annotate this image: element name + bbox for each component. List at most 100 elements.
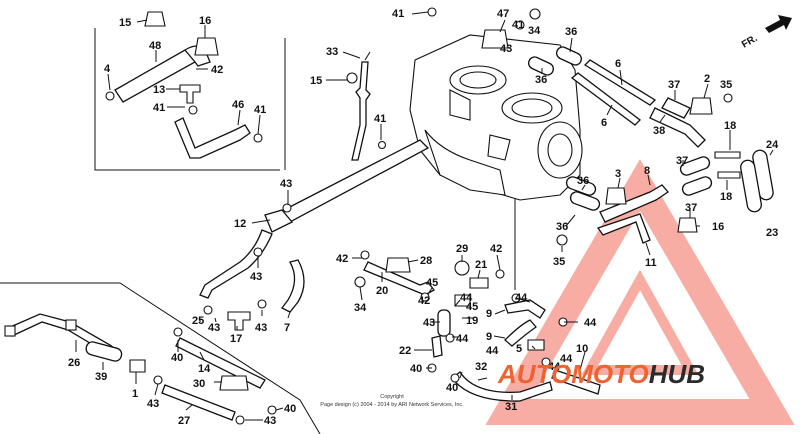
callout-34: 34 bbox=[354, 302, 367, 314]
callout-44: 44 bbox=[584, 317, 597, 329]
callout-22: 22 bbox=[399, 345, 411, 357]
callout-39: 39 bbox=[95, 371, 107, 383]
throttle-body-assembly bbox=[409, 34, 583, 201]
callout-43: 43 bbox=[250, 271, 262, 283]
callout-44: 44 bbox=[456, 333, 469, 345]
callout-43: 43 bbox=[147, 398, 159, 410]
callout-40: 40 bbox=[171, 352, 183, 364]
tube-12 bbox=[199, 139, 430, 313]
callout-42: 42 bbox=[418, 295, 430, 307]
callout-36: 36 bbox=[577, 175, 589, 187]
callout-36: 36 bbox=[535, 74, 547, 86]
hose-23 bbox=[740, 159, 762, 213]
callout-37: 37 bbox=[676, 155, 688, 167]
callout-6: 6 bbox=[615, 58, 621, 70]
callout-6: 6 bbox=[601, 117, 607, 129]
hose-37-group bbox=[661, 97, 713, 196]
callout-45: 45 bbox=[426, 277, 438, 289]
callout-11: 11 bbox=[645, 257, 657, 269]
callout-46: 46 bbox=[232, 99, 244, 111]
callout-37: 37 bbox=[668, 79, 680, 91]
callout-42: 42 bbox=[490, 243, 502, 255]
hose-38 bbox=[649, 107, 706, 148]
callout-41: 41 bbox=[374, 113, 386, 125]
callout-41: 41 bbox=[153, 102, 165, 114]
callout-25: 25 bbox=[192, 315, 204, 327]
callout-14: 14 bbox=[198, 363, 211, 375]
callout-38: 38 bbox=[653, 125, 665, 137]
callout-20: 20 bbox=[376, 285, 388, 297]
hose-19 bbox=[437, 309, 451, 337]
callout-1: 1 bbox=[132, 388, 138, 400]
hose-14 bbox=[175, 337, 266, 389]
callout-43: 43 bbox=[255, 322, 267, 334]
callout-40: 40 bbox=[284, 403, 296, 415]
callout-42: 42 bbox=[211, 64, 223, 76]
callout-41: 41 bbox=[512, 19, 524, 31]
watermark-text-accent: AUTOMOTO bbox=[497, 359, 649, 389]
hose-10 bbox=[551, 369, 601, 395]
callout-41: 41 bbox=[392, 8, 404, 20]
callout-15: 15 bbox=[310, 75, 322, 87]
callout-40: 40 bbox=[446, 382, 458, 394]
callout-48: 48 bbox=[149, 40, 161, 52]
callout-4: 4 bbox=[104, 63, 111, 75]
hose-46 bbox=[174, 117, 251, 159]
callout-numbers: 15 16 48 4 42 13 41 46 41 33 15 41 43 12… bbox=[68, 8, 779, 427]
callout-18: 18 bbox=[720, 191, 732, 203]
callout-41: 41 bbox=[254, 104, 266, 116]
hose-9 bbox=[504, 299, 546, 347]
callout-19: 19 bbox=[466, 315, 478, 327]
hose-27 bbox=[161, 384, 236, 421]
callout-7: 7 bbox=[284, 322, 290, 334]
tube-33 bbox=[351, 61, 371, 161]
callout-3: 3 bbox=[615, 168, 621, 180]
hose-31 bbox=[451, 371, 553, 402]
callout-8: 8 bbox=[644, 165, 650, 177]
callout-44: 44 bbox=[548, 361, 561, 373]
callout-9: 9 bbox=[486, 308, 492, 320]
callout-35: 35 bbox=[720, 79, 732, 91]
callout-42: 42 bbox=[336, 253, 348, 265]
callout-40: 40 bbox=[410, 363, 422, 375]
hose-39 bbox=[85, 341, 123, 362]
callout-10: 10 bbox=[576, 343, 588, 355]
hose-22 bbox=[431, 335, 443, 358]
pipe-11 bbox=[596, 184, 669, 244]
callout-36: 36 bbox=[556, 221, 568, 233]
callout-43: 43 bbox=[264, 415, 276, 427]
hose-36-group bbox=[528, 46, 601, 211]
callout-44: 44 bbox=[515, 292, 528, 304]
tube-6 bbox=[570, 59, 657, 126]
callout-43: 43 bbox=[280, 178, 292, 190]
callout-45: 45 bbox=[466, 301, 478, 313]
callout-43: 43 bbox=[208, 322, 220, 334]
callout-36: 36 bbox=[565, 26, 577, 38]
hose-20 bbox=[363, 261, 435, 296]
callout-43: 43 bbox=[423, 317, 435, 329]
callout-17: 17 bbox=[230, 333, 242, 345]
callout-33: 33 bbox=[326, 46, 338, 58]
callout-32: 32 bbox=[475, 361, 487, 373]
callout-9: 9 bbox=[486, 331, 492, 343]
front-direction-indicator: FR. bbox=[740, 15, 792, 51]
callout-30: 30 bbox=[193, 378, 205, 390]
callout-43: 43 bbox=[500, 43, 512, 55]
callout-26: 26 bbox=[68, 357, 80, 369]
callout-13: 13 bbox=[153, 84, 165, 96]
fittings-clamps bbox=[105, 7, 741, 425]
callout-35: 35 bbox=[553, 256, 565, 268]
callout-44: 44 bbox=[460, 292, 473, 304]
callout-37: 37 bbox=[685, 202, 697, 214]
callout-23: 23 bbox=[766, 227, 778, 239]
watermark-logo: AUTOMOTOHUB bbox=[497, 359, 705, 389]
callout-24: 24 bbox=[766, 139, 779, 151]
callout-31: 31 bbox=[505, 401, 517, 413]
copyright-title: Copyright bbox=[380, 394, 404, 400]
watermark-triangle bbox=[485, 159, 795, 425]
callout-12: 12 bbox=[234, 218, 246, 230]
callout-27: 27 bbox=[178, 415, 190, 427]
watermark-text-dark: HUB bbox=[649, 359, 705, 389]
